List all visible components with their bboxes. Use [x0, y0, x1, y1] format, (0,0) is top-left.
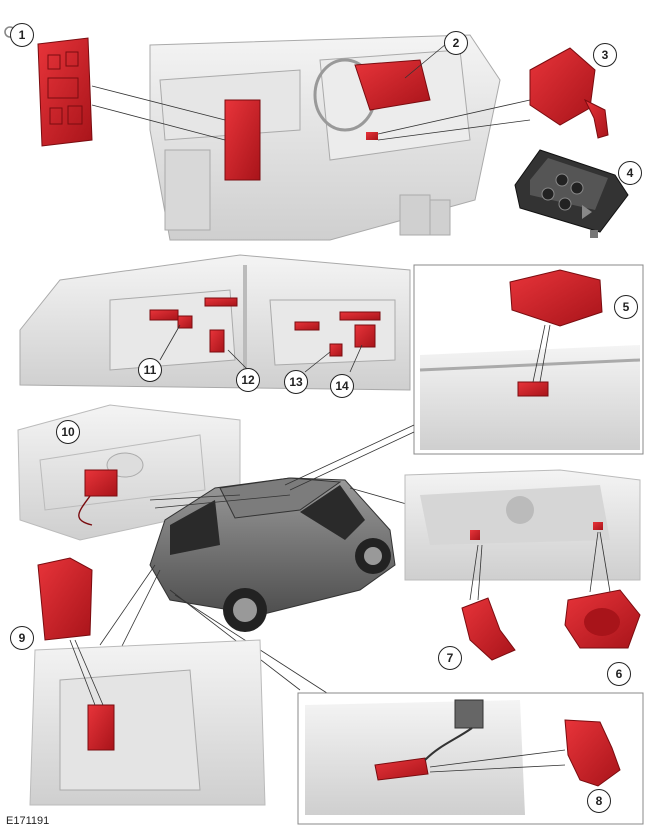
trunk-scene-left [29, 639, 266, 806]
callout-2: 2 [444, 31, 468, 55]
component-9-module [37, 557, 93, 641]
dash-module-main [224, 99, 261, 181]
callout-3: 3 [593, 43, 617, 67]
callout-5: 5 [614, 295, 638, 319]
callout-9: 9 [10, 626, 34, 650]
callout-12: 12 [236, 368, 260, 392]
callout-11: 11 [138, 358, 162, 382]
dashboard-scene [149, 34, 501, 241]
component-4-key-fob [514, 149, 629, 238]
callout-10: 10 [56, 420, 80, 444]
component-3-module [529, 47, 609, 139]
doors-scene [19, 254, 411, 391]
callout-8: 8 [587, 789, 611, 813]
dash-module-small [366, 132, 378, 140]
component-1-junction-box [37, 37, 93, 147]
vehicle-illustration [149, 477, 396, 632]
door-harness-front [149, 297, 238, 353]
detail-box-5 [413, 264, 644, 455]
leader-lines-doors [159, 324, 363, 373]
component-6-sounder [564, 531, 641, 649]
figure-id: E171191 [6, 815, 50, 827]
component-7-connector [461, 544, 516, 661]
callout-13: 13 [284, 370, 308, 394]
callout-6: 6 [607, 662, 631, 686]
leader-lines-top [91, 43, 531, 141]
detail-box-8 [297, 692, 644, 825]
callout-14: 14 [330, 374, 354, 398]
door-harness-rear [294, 311, 381, 357]
callout-1: 1 [10, 23, 34, 47]
callout-4: 4 [618, 161, 642, 185]
engine-bay-scene [404, 469, 641, 581]
callout-7: 7 [438, 646, 462, 670]
